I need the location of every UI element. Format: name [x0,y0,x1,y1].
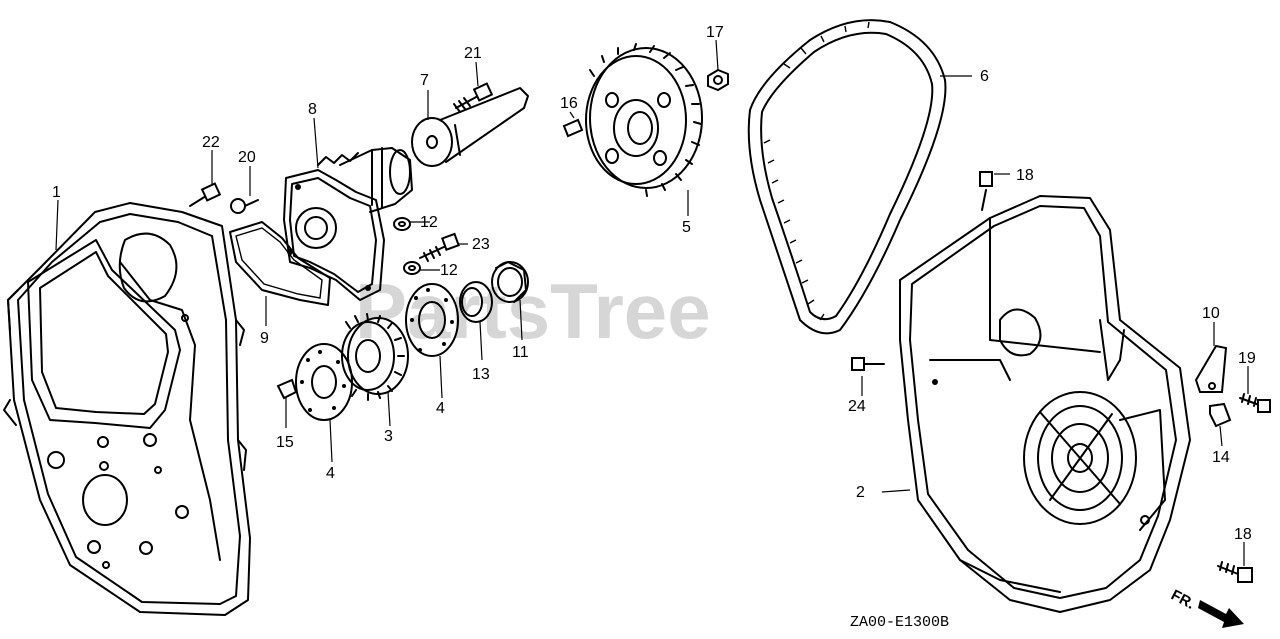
watermark: PartsTree [355,267,711,355]
callout-13: 13 [472,366,490,383]
part-24-bolt [851,357,885,371]
part-5-camshaft-pulley [585,43,703,197]
callout-17: 17 [706,24,724,41]
part-10-bracket [1194,344,1228,393]
part-12-washer-lower [403,261,421,275]
callout-9: 9 [260,330,269,347]
callout-7: 7 [420,72,429,89]
part-13-seal-ring [459,281,493,323]
part-23-bolt [419,232,460,262]
callout-15: 15 [276,434,294,451]
part-11-oil-seal [491,261,529,303]
callout-5: 5 [682,219,691,236]
front-direction-label: FR. [1168,587,1197,613]
part-18-bolt-lower [1217,561,1253,583]
callout-16: 16 [560,95,578,112]
callout-8: 8 [308,101,317,118]
part-17-nut [707,68,729,92]
callout-21: 21 [464,45,482,62]
part-3-timing-pulley [341,313,409,401]
callout-24: 24 [848,398,866,415]
part-4-guide-plate-left [295,343,353,421]
part-9-gasket [229,221,331,306]
callout-18-lower: 18 [1234,526,1252,543]
callout-20: 20 [238,149,256,166]
callout-19: 19 [1238,350,1256,367]
leader-lines [55,39,1249,566]
part-2-timing-cover [899,195,1191,613]
part-4-guide-plate-right [405,283,459,357]
callout-14: 14 [1212,449,1230,466]
part-1-back-plate [3,202,251,616]
part-14-clip [1209,402,1232,428]
callout-12-lower: 12 [440,262,458,279]
callout-11: 11 [512,344,529,361]
callout-23: 23 [472,236,490,253]
callout-3: 3 [384,428,393,445]
part-6-timing-belt [747,19,947,335]
part-22-bolt [189,182,222,207]
callout-1: 1 [52,184,61,201]
part-7-pump-shaft [411,87,529,167]
part-20-bolt [230,198,259,214]
part-15-woodruff-key [276,378,298,400]
callout-4-left: 4 [326,465,335,482]
front-direction-indicator: FR. [1168,587,1244,628]
part-21-bolt [453,82,494,113]
callout-2: 2 [856,484,865,501]
part-12-washer-upper [393,217,411,231]
callout-10: 10 [1202,305,1220,322]
part-19-bolt [1239,393,1271,413]
part-8-water-pump [283,147,413,301]
callout-labels: 1 2 3 4 4 5 6 7 8 9 10 11 12 12 13 14 15… [52,24,1256,543]
diagram-code: ZA00-E1300B [850,614,949,631]
front-direction-arrow-icon [1198,600,1244,628]
callout-22: 22 [202,134,220,151]
part-16-woodruff-key [562,118,584,138]
callout-6: 6 [980,68,989,85]
callout-4-right: 4 [436,400,445,417]
callout-12-upper: 12 [420,214,438,231]
part-18-bolt-upper [979,171,993,211]
callout-18-upper: 18 [1016,167,1034,184]
